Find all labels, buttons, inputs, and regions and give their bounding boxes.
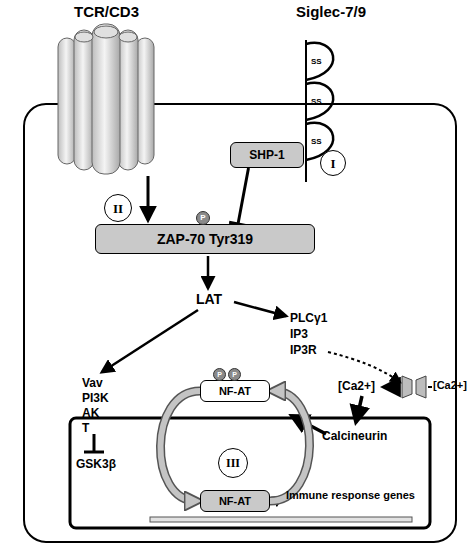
disulfide-mark: SS bbox=[311, 58, 322, 66]
dotted-arrow bbox=[328, 352, 400, 382]
protein-name: PLCγ1 bbox=[290, 312, 327, 324]
cell-membrane bbox=[24, 104, 456, 542]
arrow-body bbox=[160, 391, 200, 501]
callout-circle: II bbox=[104, 194, 132, 222]
node-text: I bbox=[330, 157, 335, 170]
translocation-arrow bbox=[270, 391, 310, 501]
protein-name: T bbox=[82, 422, 89, 434]
receptor-chain bbox=[92, 24, 120, 174]
callout-circle: III bbox=[218, 448, 248, 478]
phospho-circle: P bbox=[213, 368, 226, 381]
signal-arrow bbox=[102, 310, 198, 372]
node-text: NF-AT bbox=[219, 496, 251, 507]
inhibition-line bbox=[238, 168, 249, 224]
channel-half bbox=[402, 376, 412, 398]
protein-name: Calcineurin bbox=[322, 430, 387, 442]
arrow-body bbox=[270, 391, 310, 501]
receptor-head bbox=[75, 32, 93, 42]
dna-strand bbox=[150, 517, 412, 522]
callout-circle: I bbox=[320, 150, 346, 176]
inhibition-connector bbox=[229, 168, 248, 226]
disulfide-mark: SS bbox=[311, 98, 322, 106]
receptor-head bbox=[94, 26, 118, 38]
receptor-chain bbox=[118, 30, 138, 170]
node-text: II bbox=[113, 202, 123, 215]
node-text: P bbox=[232, 371, 237, 378]
receptor-chain bbox=[136, 38, 154, 164]
disulfide-mark: SS bbox=[311, 138, 322, 146]
arrow-outline bbox=[160, 391, 200, 501]
ig-loop bbox=[306, 43, 333, 80]
receptor-name: TCR/CD3 bbox=[74, 4, 139, 19]
channel-half bbox=[416, 376, 426, 398]
translocation-arrow bbox=[160, 391, 200, 501]
influx-arrow bbox=[384, 385, 400, 389]
node-text: III bbox=[226, 457, 240, 469]
ion-label: [Ca2+] bbox=[338, 380, 375, 392]
inhibition-line bbox=[93, 434, 96, 452]
protein-name: LAT bbox=[196, 292, 222, 306]
kinase-box: ZAP-70 Tyr319 bbox=[95, 224, 315, 254]
signal-arrow bbox=[207, 256, 210, 288]
node-text: P bbox=[217, 371, 222, 378]
receptor-chain bbox=[74, 30, 94, 170]
node-text: ZAP-70 Tyr319 bbox=[157, 232, 253, 246]
receptor-name: IP3R bbox=[290, 344, 317, 356]
signal-arrow bbox=[147, 176, 150, 220]
phospho-circle: P bbox=[228, 368, 241, 381]
transcription-factor-box: NF-AT bbox=[200, 490, 270, 512]
calcium-channel bbox=[402, 376, 426, 398]
protein-name: GSK3β bbox=[76, 458, 116, 470]
receptor-head bbox=[119, 32, 137, 42]
protein-name: PI3K bbox=[82, 392, 109, 404]
influx-arrow bbox=[428, 386, 432, 388]
gene-label: Immune response genes bbox=[286, 490, 415, 501]
phosphatase-box: SHP-1 bbox=[230, 142, 304, 168]
receptor-name: Siglec-7/9 bbox=[296, 4, 366, 19]
nucleus bbox=[70, 418, 430, 528]
inhibition-bar bbox=[84, 451, 104, 454]
protein-name: Vav bbox=[82, 377, 103, 389]
ig-loop bbox=[306, 83, 333, 120]
phospho-circle: P bbox=[196, 211, 210, 225]
node-text: SHP-1 bbox=[249, 149, 284, 161]
tcr-complex bbox=[58, 24, 154, 174]
messenger-name: IP3 bbox=[290, 328, 308, 340]
signal-arrow bbox=[234, 302, 286, 316]
node-text: NF-AT bbox=[219, 386, 251, 397]
transcription-factor-box: NF-AT bbox=[200, 380, 270, 402]
arrow-outline bbox=[270, 391, 310, 501]
protein-name: AK bbox=[82, 407, 99, 419]
ion-label: [Ca2+] bbox=[433, 380, 467, 391]
node-text: P bbox=[200, 214, 205, 222]
receptor-chain bbox=[58, 38, 76, 164]
